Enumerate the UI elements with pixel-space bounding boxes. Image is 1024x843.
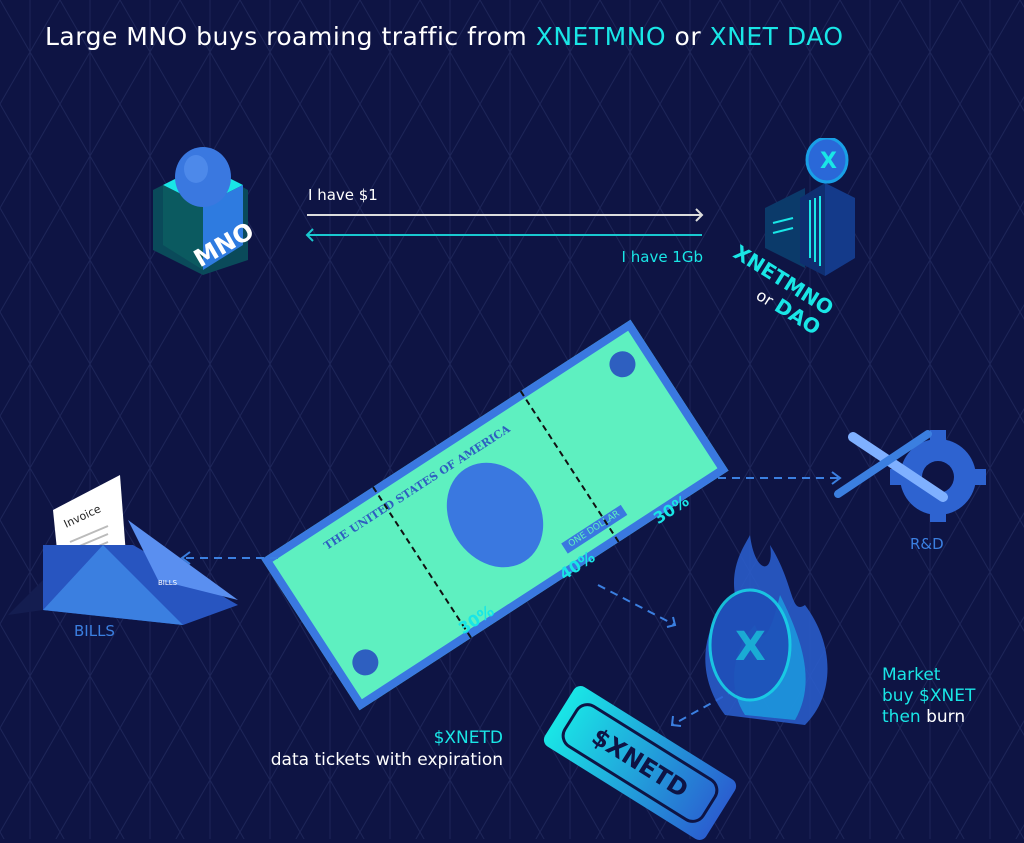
data-arrow — [305, 228, 702, 242]
bills-label: BILLS — [74, 622, 115, 640]
svg-text:X: X — [820, 149, 837, 174]
rnd-label: R&D — [910, 535, 944, 553]
arrow-head — [180, 551, 191, 565]
arrow-to-ticket — [671, 689, 736, 726]
svg-text:X: X — [735, 624, 766, 670]
ticket-label: $XNETD data tickets with expiration — [270, 728, 503, 770]
flame-coin-icon: X — [705, 535, 828, 725]
pay-label: I have $1 — [308, 186, 378, 204]
payment-arrow — [307, 208, 704, 222]
arrow-to-burn — [597, 584, 676, 626]
data-label: I have 1Gb — [621, 248, 703, 266]
flow-arrows — [305, 208, 704, 242]
bills-envelope-icon: Invoice BILLS — [8, 475, 238, 625]
rnd-tools-icon — [834, 430, 986, 522]
burn-label: Market buy $XNET then burn — [882, 665, 976, 727]
xnet-building-icon: X — [765, 138, 855, 276]
mno-tower-icon — [153, 147, 248, 275]
page-title: Large MNO buys roaming traffic from XNET… — [45, 22, 844, 51]
svg-text:BILLS: BILLS — [158, 579, 178, 587]
